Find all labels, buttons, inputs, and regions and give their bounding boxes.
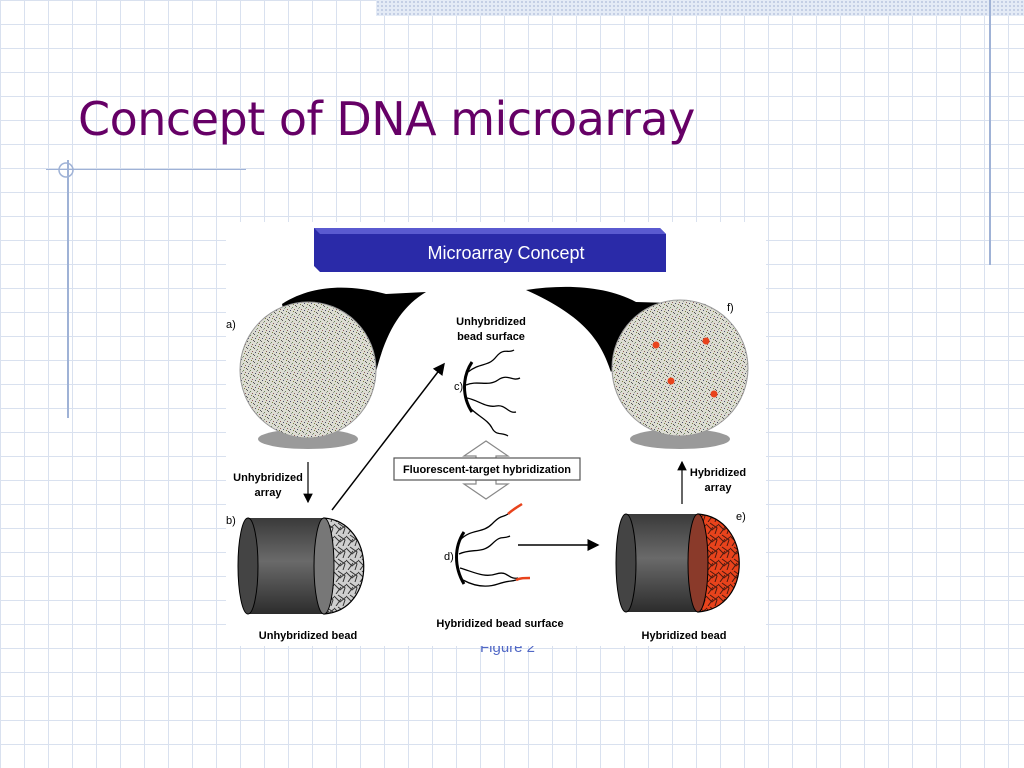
unhybridized-bead-label: Unhybridized bead (259, 630, 357, 642)
figure-header: Microarray Concept (314, 228, 666, 272)
slide-title: Concept of DNA microarray (78, 92, 695, 146)
unhybridized-bead (238, 518, 364, 614)
fluorescent-spot (711, 391, 718, 398)
right-decorative-rule (989, 0, 991, 265)
hybridized-bead (616, 514, 739, 612)
unhybridized-surface-label-2: bead surface (457, 331, 525, 343)
panel-letter-a: a) (226, 319, 236, 331)
hybridized-bead-label: Hybridized bead (642, 630, 727, 642)
top-decorative-band (376, 0, 1024, 16)
panel-letter-e: e) (736, 511, 746, 523)
left-decorative-rule (67, 160, 69, 418)
title-underline-rule (46, 169, 246, 170)
unhybridized-surface-label-1: Unhybridized (456, 316, 526, 328)
microarray-concept-figure: Microarray Concept a) f) Unhybridized be… (226, 222, 766, 646)
hybridized-array-label-1: Hybridized (690, 467, 746, 479)
fluorescent-spot (703, 338, 710, 345)
crosshair-icon (55, 159, 75, 179)
hybridized-array-label-2: array (705, 482, 733, 494)
panel-letter-f: f) (727, 302, 734, 314)
panel-letter-d: d) (444, 551, 454, 563)
panel-letter-c: c) (454, 381, 463, 393)
fluorescent-spot (668, 378, 675, 385)
panel-letter-b: b) (226, 515, 236, 527)
figure-header-text: Microarray Concept (427, 243, 584, 263)
hybridized-surface-label: Hybridized bead surface (436, 618, 563, 630)
hybridization-label: Fluorescent-target hybridization (403, 464, 571, 476)
fluorescent-spot (653, 342, 660, 349)
unhybridized-array-label-1: Unhybridized (233, 472, 303, 484)
unhybridized-array-label-2: array (255, 487, 283, 499)
